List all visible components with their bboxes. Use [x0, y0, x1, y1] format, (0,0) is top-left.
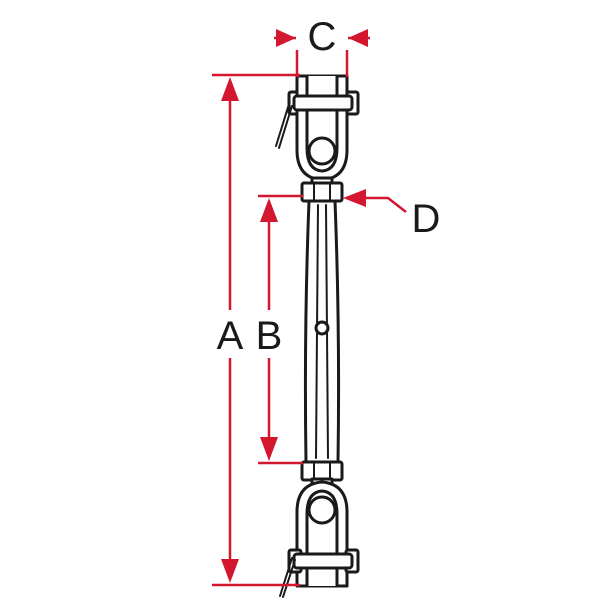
dimension-c-arrow-right	[348, 29, 368, 47]
bottom-jaw-hole	[307, 495, 337, 525]
dimension-d: D	[343, 189, 440, 241]
dimension-b-label: B	[256, 314, 283, 358]
dimension-b-arrow-bottom	[260, 437, 278, 461]
dimension-c: C	[274, 15, 370, 77]
dimension-b: B	[252, 194, 303, 465]
top-jaw-fitting	[275, 74, 360, 186]
top-clevis-pin	[292, 94, 354, 112]
dimension-a-label: A	[217, 314, 244, 358]
top-jaw-hole	[307, 136, 337, 166]
top-cotter-pin	[275, 103, 290, 147]
dimension-a: A	[212, 73, 300, 587]
dimension-d-arrow	[343, 189, 366, 207]
bottom-cotter-pin	[279, 557, 293, 597]
dimension-d-label: D	[412, 197, 441, 241]
dimension-c-label: C	[308, 15, 337, 59]
body-center-hole	[314, 320, 330, 336]
dimension-a-arrow-top	[221, 77, 239, 101]
bottom-jaw-fitting	[279, 477, 360, 598]
bottom-lock-nut	[300, 460, 344, 482]
dimension-d-leader	[364, 196, 407, 213]
dimension-c-arrow-left	[276, 29, 296, 47]
bottom-clevis-pin	[292, 552, 354, 570]
top-lock-nut	[300, 181, 344, 203]
dimension-a-arrow-bottom	[221, 559, 239, 583]
dimension-b-arrow-top	[260, 198, 278, 222]
turnbuckle-body	[303, 199, 341, 464]
